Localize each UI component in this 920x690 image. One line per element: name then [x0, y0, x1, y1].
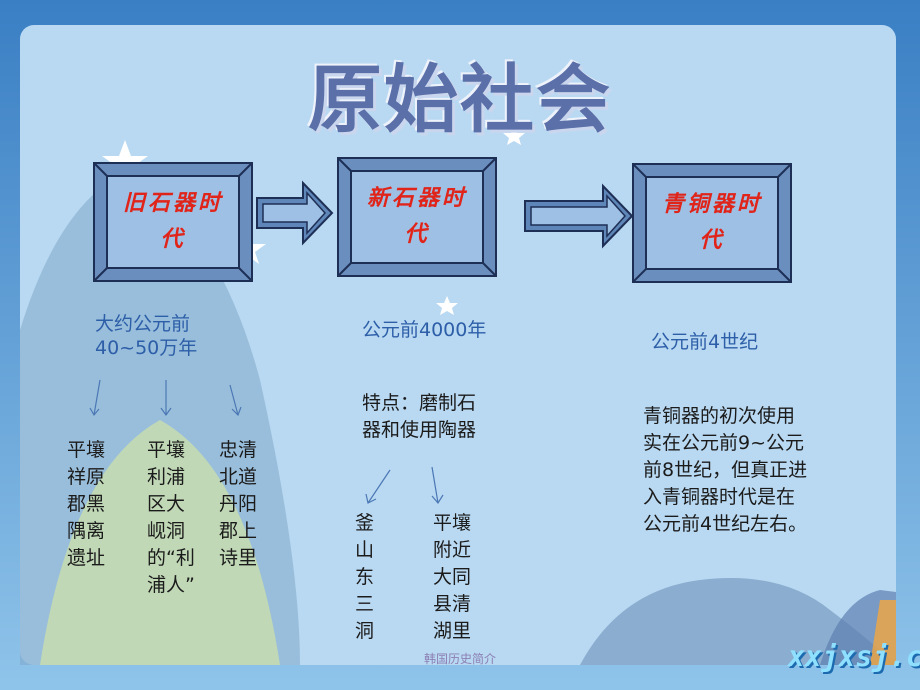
box-frame	[632, 163, 792, 283]
box-frame	[93, 162, 253, 282]
era-date-neolithic: 公元前4000年	[362, 319, 487, 341]
pointer-arrows	[89, 379, 444, 505]
site-neolithic-2: 平壤附近大同县清湖里	[433, 512, 472, 642]
site-paleolithic-1: 平壤祥原郡黑隅离遗址	[67, 439, 106, 569]
era-box-paleolithic: 旧石器时代	[93, 162, 253, 282]
era-label-neolithic: 新石器时代	[366, 186, 467, 247]
neolithic-feature: 特点：磨制石器和使用陶器	[362, 392, 477, 441]
watermark-logo: xxjxsj.cn	[788, 640, 920, 673]
era-label-bronze: 青铜器时代	[661, 192, 762, 253]
box-frame	[337, 157, 497, 277]
site-paleolithic-2: 平壤利浦区大岘洞的“利浦人”	[147, 439, 195, 596]
bronze-note: 青铜器的初次使用实在公元前9~公元前8世纪，但真正进入青铜器时代是在公元前4世纪…	[643, 405, 808, 535]
site-neolithic-1: 釜山东三洞	[355, 512, 375, 642]
era-date-paleolithic: 大约公元前40~50万年	[95, 313, 198, 359]
page-title: 原始社会	[308, 57, 612, 143]
footer-caption: 韩国历史简介	[423, 652, 496, 666]
era-box-neolithic: 新石器时代	[337, 157, 497, 277]
era-box-bronze: 青铜器时代	[632, 163, 792, 283]
era-label-paleolithic: 旧石器时代	[122, 191, 223, 252]
site-paleolithic-3: 忠清北道丹阳郡上诗里	[219, 439, 258, 569]
right-arrow-icon	[256, 180, 334, 246]
right-arrow-icon	[524, 183, 634, 249]
era-date-bronze: 公元前4世纪	[651, 331, 759, 353]
